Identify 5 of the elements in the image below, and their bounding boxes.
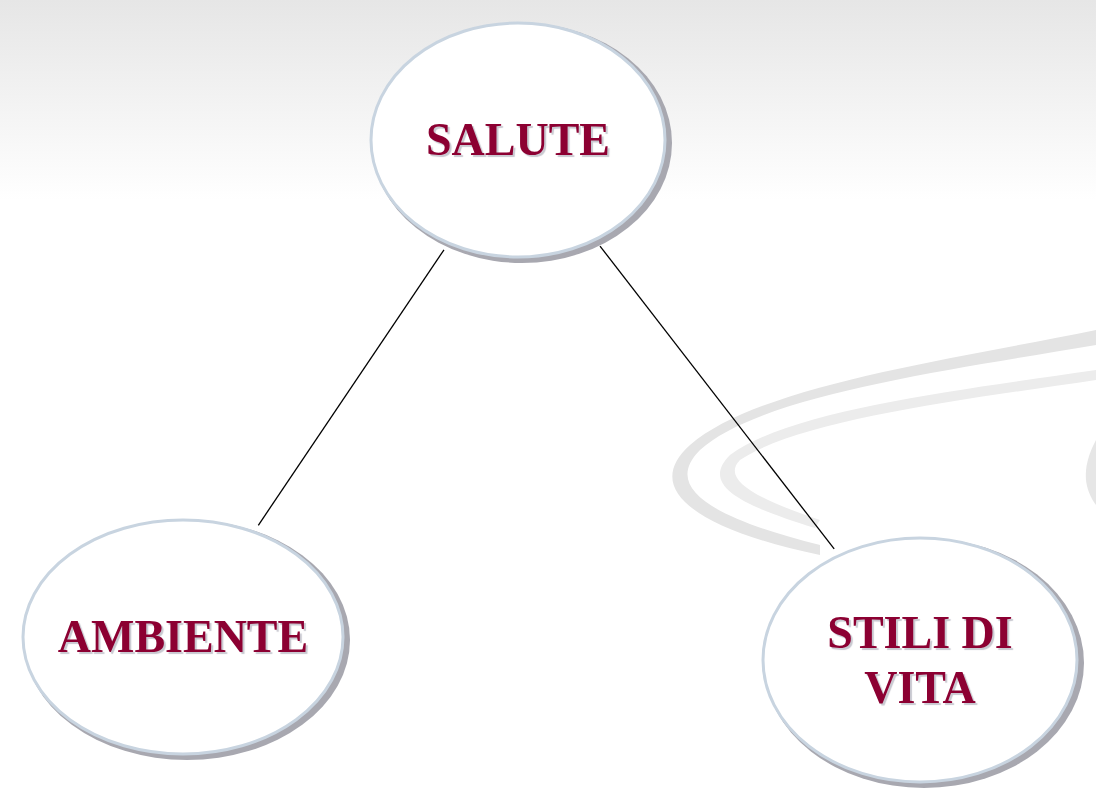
connector-line [599,245,835,550]
node-label: SALUTE [425,113,611,168]
node-label: STILI DI VITA [826,605,1014,715]
connector-line [257,249,445,526]
node-label: AMBIENTE [57,610,309,665]
